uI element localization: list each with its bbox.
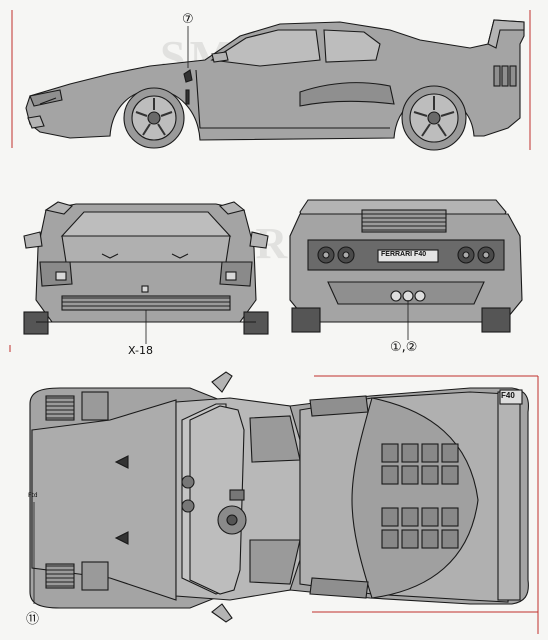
top-rear-badge: F40 [501,391,515,400]
side-view [25,19,525,151]
rear-parts-callout: ①,② [390,340,418,355]
top-small-label: Ftd [28,492,38,499]
rear-view [289,199,523,340]
front-part-callout: X-18 [128,344,153,357]
reference-lines [9,10,539,634]
top-view [29,371,530,623]
top-part-callout: ⑪ [26,612,40,627]
side-part-callout: ⑦ [182,12,194,27]
front-view [23,201,269,344]
rear-plate-badge: FERRARI F40 [381,251,427,258]
